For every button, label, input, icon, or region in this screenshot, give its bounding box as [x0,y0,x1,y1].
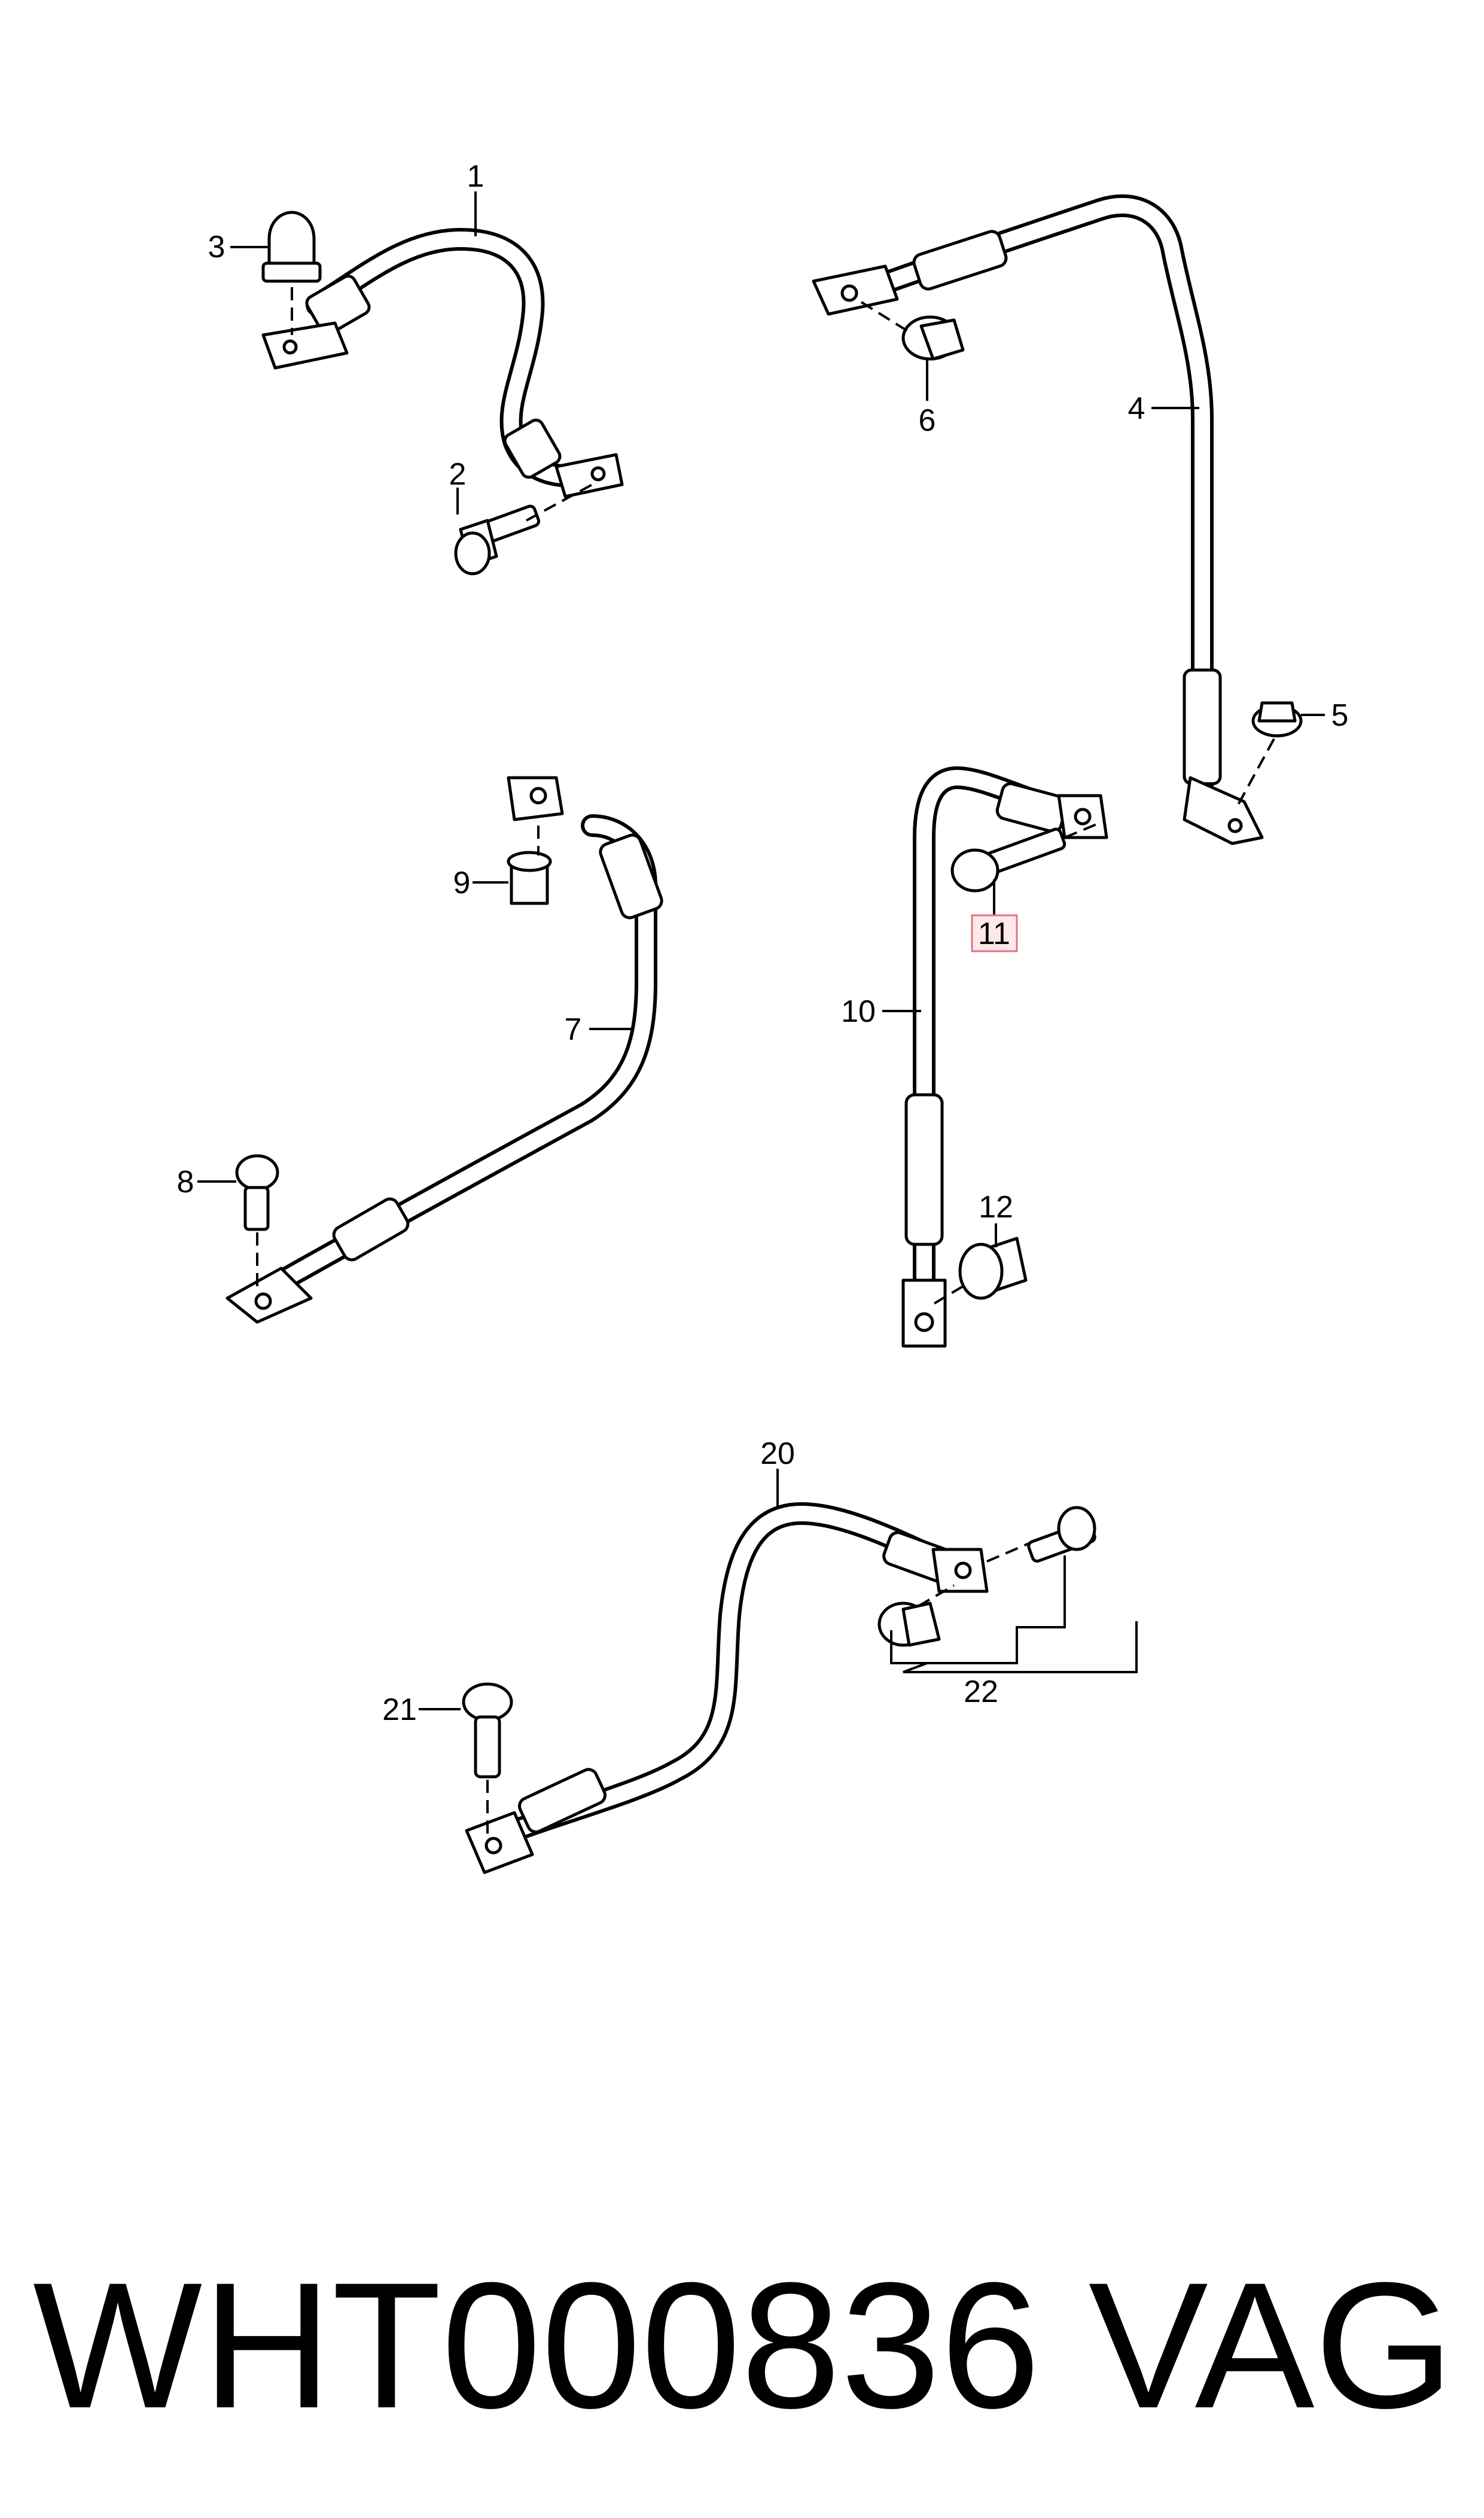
callout-8: 8 [177,1165,194,1199]
callout-1: 1 [467,159,484,194]
callout-6: 6 [919,403,936,438]
ground-cable-1 [261,228,624,498]
callout-leaders [197,191,1325,1710]
callout-12: 12 [979,1190,1013,1225]
ground-cable-7 [226,776,663,1324]
nut-12-icon [958,1237,1028,1300]
bolt-21-icon [462,1682,513,1779]
cap-nut-3-icon [261,211,322,283]
callout-11: 11 [978,917,1010,951]
callout-7: 7 [565,1012,582,1047]
bolt-2-icon [454,504,541,576]
bolt-22-icon [1027,1506,1096,1563]
callout-3: 3 [208,230,226,264]
callout-21: 21 [382,1692,417,1727]
bolt-8-icon [235,1154,279,1231]
nut-22-icon [877,1601,941,1647]
callout-4: 4 [1128,391,1145,426]
ground-cable-10 [901,766,1108,1348]
callout-2: 2 [449,457,467,492]
callout-5: 5 [1331,698,1349,733]
nut-6-icon [901,315,965,361]
callout-10: 10 [841,994,876,1029]
callout-11-highlighted[interactable]: 11 [971,914,1018,952]
callout-20: 20 [760,1436,795,1471]
footer: WHT000836 VAG [0,2237,1484,2453]
nut-9-icon [507,851,552,905]
bolt-11-icon [950,827,1066,893]
callout-9: 9 [453,866,471,900]
flange-nut-5-icon [1251,701,1303,738]
ground-cable-20 [465,1502,989,1874]
parts-diagram: 1 2 3 4 5 6 7 8 9 10 11 12 20 21 22 [177,159,1349,1874]
brand-label: VAG [1088,2245,1454,2446]
ground-cable-4 [812,194,1264,845]
part-number-label: WHT000836 [33,2245,1041,2446]
callout-22: 22 [964,1674,998,1709]
